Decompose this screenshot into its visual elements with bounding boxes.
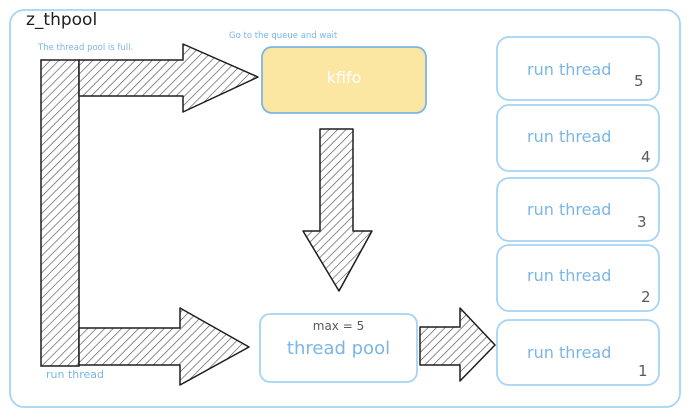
kfifo-box (261, 46, 427, 114)
thread-pool-box (259, 313, 418, 383)
run-thread-number: 3 (637, 213, 647, 231)
run-thread-label: run thread (527, 266, 612, 285)
pool-full-note: The thread pool is full. (38, 43, 134, 53)
outer-frame (9, 9, 681, 408)
diagram-title: z_thpool (26, 10, 98, 30)
run-thread-box-2 (496, 244, 660, 312)
arrow-to-thread-pool (78, 307, 250, 386)
queue-wait-note: Go to the queue and wait (229, 31, 338, 41)
run-thread-box-4 (496, 104, 660, 172)
run-thread-box-5 (496, 36, 660, 101)
run-thread-left-note: run thread (46, 368, 105, 381)
run-thread-number: 1 (638, 362, 648, 380)
arrow-kfifo-down (302, 128, 373, 292)
thread-pool-max: max = 5 (312, 319, 365, 333)
run-thread-label: run thread (527, 127, 612, 146)
kfifo-label: kfifo (326, 68, 362, 87)
arrow-to-run-thread-1 (419, 307, 496, 382)
left-bar (40, 59, 80, 367)
run-thread-number: 4 (641, 148, 651, 166)
run-thread-label: run thread (527, 200, 612, 219)
arrow-to-kfifo (78, 43, 259, 113)
run-thread-number: 2 (641, 288, 651, 306)
run-thread-label: run thread (527, 60, 612, 79)
run-thread-box-3 (496, 177, 660, 242)
run-thread-box-1 (496, 319, 660, 386)
run-thread-label: run thread (527, 343, 612, 362)
run-thread-number: 5 (634, 72, 644, 90)
thread-pool-label: thread pool (286, 338, 391, 359)
